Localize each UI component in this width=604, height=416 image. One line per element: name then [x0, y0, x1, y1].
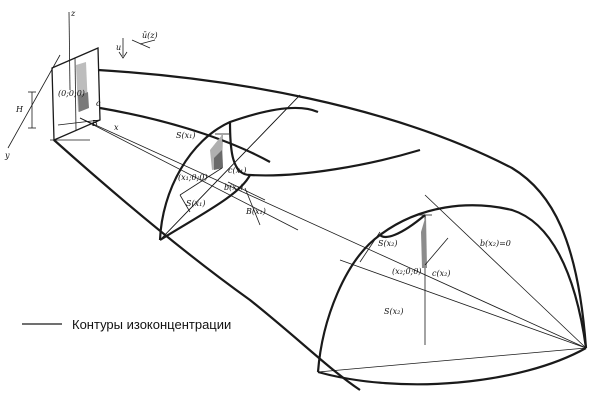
section2-b-label: b(x₂)=0	[480, 239, 511, 248]
source-box	[50, 47, 101, 141]
plume-outline	[53, 68, 588, 391]
axis-y-label: y	[4, 151, 10, 160]
section1-c-label: c(x₁)	[228, 166, 246, 175]
section1-s-label: S(x₁)	[176, 131, 195, 140]
section2-sy-label: S(x₂)	[384, 307, 403, 316]
wind-label: ū(z)	[142, 31, 158, 40]
section1-sy-label: S(x₁)	[186, 199, 205, 208]
axis-x-label: x	[114, 123, 119, 132]
source-b-label: B	[91, 119, 98, 128]
section2-s-label: S(x₂)	[378, 239, 397, 248]
section1-B-label: B(x₁)	[245, 207, 266, 216]
axis-z-label: z	[70, 9, 76, 18]
section2-c-label: c(x₂)	[432, 269, 450, 278]
centerline	[79, 117, 587, 349]
section-1	[158, 94, 421, 241]
axis-u-label: u	[116, 43, 121, 52]
axes	[7, 11, 299, 231]
height-label: H	[15, 105, 24, 114]
source-c-label: c	[96, 99, 101, 108]
source-origin-label: (0;0;0)	[58, 89, 85, 98]
section2-origin-label: (x₂;0;0)	[392, 267, 422, 276]
diagonal-1	[159, 94, 301, 241]
section1-origin-label: (x₁;0;0)	[178, 173, 208, 182]
section-2	[316, 194, 588, 373]
legend-text: Контуры изоконцентрации	[72, 317, 231, 332]
section1-b-label: b(x₁)	[224, 183, 243, 192]
